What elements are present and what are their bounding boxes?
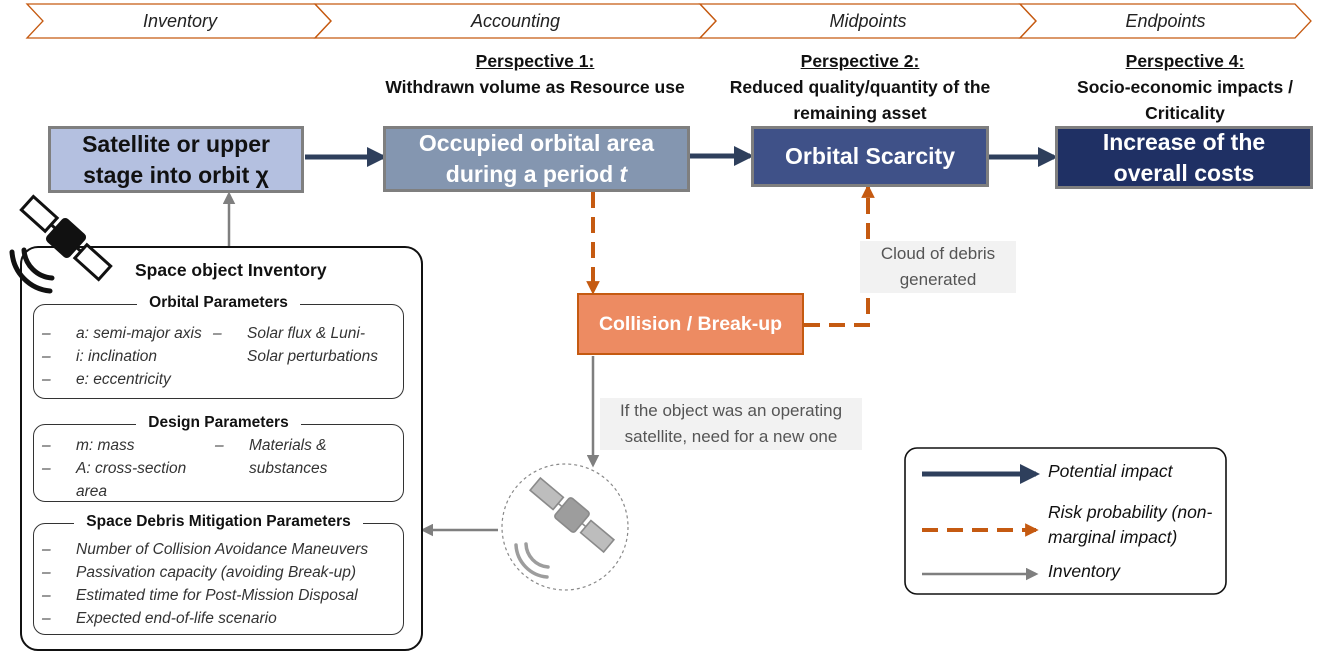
orbital-item-a: –a: semi-major axis: [42, 325, 202, 342]
occupied-box-line2: during a period: [445, 161, 620, 187]
design-item-materials: –Materials &substances: [215, 437, 328, 477]
satellite-box-line1: Satellite or upper: [82, 130, 270, 157]
step-inventory: Inventory: [142, 11, 218, 31]
perspective-4-heading: Perspective 4:: [1125, 51, 1245, 71]
costs-box-line1: Increase of the: [1102, 128, 1266, 155]
perspective-1: Perspective 1: Withdrawn volume as Resou…: [355, 48, 715, 100]
risk-arrow-collision-to-scarcity: [804, 184, 875, 327]
perspective-4: Perspective 4: Socio-economic impacts / …: [1040, 48, 1330, 126]
perspective-4-text-line2: Criticality: [1145, 103, 1225, 123]
perspective-2-text-line2: remaining asset: [793, 103, 927, 123]
legend-risk-line2: marginal impact): [1048, 527, 1178, 547]
perspective-1-heading: Perspective 1:: [475, 51, 595, 71]
step-midpoints: Midpoints: [829, 11, 907, 31]
step-endpoints: Endpoints: [1125, 11, 1206, 31]
operating-note-line2: satellite, need for a new one: [624, 427, 838, 446]
orbital-item-i: –i: inclination: [42, 348, 157, 365]
satellite-icon: [9, 194, 113, 294]
perspective-1-text: Withdrawn volume as Resource use: [385, 77, 685, 97]
satellite-box-line2: stage into orbit: [83, 161, 256, 188]
satellite-box: Satellite or upper stage into orbit χ: [48, 126, 304, 193]
perspective-2-heading: Perspective 2:: [800, 51, 920, 71]
mitigation-item-1: –Number of Collision Avoidance Maneuvers: [42, 541, 369, 558]
mitigation-item-2: –Passivation capacity (avoiding Break-up…: [42, 564, 356, 581]
legend-frame: [904, 447, 1227, 595]
signal-gray-icon: [514, 542, 550, 579]
operating-satellite-note: If the object was an operating satellite…: [600, 398, 862, 450]
orbital-parameters-title: Orbital Parameters: [137, 294, 300, 311]
perspective-2: Perspective 2: Reduced quality/quantity …: [700, 48, 1020, 126]
orbital-item-e: –e: eccentricity: [42, 371, 171, 388]
satellite-box-symbol: χ: [255, 161, 269, 188]
mitigation-parameters-title: Space Debris Mitigation Parameters: [74, 513, 363, 530]
design-parameters-title: Design Parameters: [136, 414, 301, 431]
operating-note-line1: If the object was an operating: [619, 401, 843, 420]
design-item-mass: –m: mass: [42, 437, 135, 454]
legend-potential-label: Potential impact: [1048, 461, 1173, 481]
chevron-endpoints: [1018, 3, 1312, 39]
legend-inventory-label: Inventory: [1048, 561, 1120, 581]
orbital-item-solar: –Solar flux & Luni-Solar perturbations: [213, 325, 378, 365]
process-chevrons: [25, 3, 1312, 39]
perspective-2-text-line1: Reduced quality/quantity of the: [729, 77, 991, 97]
debris-note-line2: generated: [899, 270, 977, 289]
legend-risk-label: Risk probability (non- marginal impact): [1048, 500, 1212, 550]
orbital-scarcity-box: Orbital Scarcity: [751, 126, 989, 187]
perspective-4-text-line1: Socio-economic impacts /: [1077, 77, 1293, 97]
collision-breakup-box: Collision / Break-up: [577, 293, 804, 355]
inventory-panel-title: Space object Inventory: [135, 260, 327, 280]
mitigation-item-3: –Estimated time for Post-Mission Disposa…: [42, 587, 358, 604]
occupied-box-var: t: [619, 161, 628, 187]
overall-costs-box: Increase of the overall costs: [1055, 126, 1313, 189]
mitigation-parameters-section: Space Debris Mitigation Parameters: [33, 513, 404, 635]
legend-risk-line1: Risk probability (non-: [1048, 502, 1213, 522]
design-parameters-section: Design Parameters: [33, 414, 404, 502]
occupied-box-line1: Occupied orbital area: [418, 130, 655, 156]
occupied-orbital-area-box: Occupied orbital area during a period t: [383, 126, 690, 192]
step-accounting: Accounting: [470, 11, 561, 31]
debris-note-line1: Cloud of debris: [880, 244, 996, 263]
costs-box-line2: overall costs: [1113, 159, 1255, 186]
mitigation-item-4: –Expected end-of-life scenario: [42, 610, 277, 627]
satellite-gray-icon: [528, 476, 616, 554]
debris-note: Cloud of debris generated: [860, 241, 1016, 293]
orbital-parameters-section: Orbital Parameters: [33, 294, 404, 399]
